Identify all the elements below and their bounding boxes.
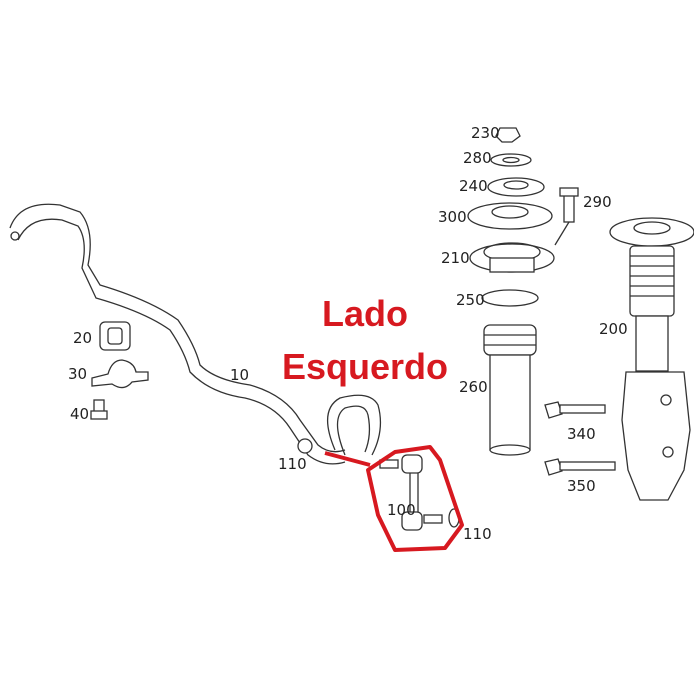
bolt-part-350 [544,458,616,476]
callout-230: 230 [471,124,500,142]
callout-350: 350 [567,477,596,495]
callout-110-right: 110 [463,525,492,543]
annotation-line2: Esquerdo [282,346,448,387]
bolt-part-40 [90,399,108,420]
callout-300: 300 [438,208,467,226]
link-part-100 [379,454,443,531]
boot-part-260 [483,324,537,456]
callout-30: 30 [68,365,87,383]
highlight-outline [366,445,464,552]
clamp-part-30 [91,359,149,389]
strut-part-200 [609,217,694,501]
highlight-pointer [324,451,371,467]
callout-250: 250 [456,291,485,309]
callout-340: 340 [567,425,596,443]
strut-mount-stack [467,127,579,307]
callout-260: 260 [459,378,488,396]
annotation-line1: Lado [322,293,408,334]
callout-40: 40 [70,405,89,423]
callout-20: 20 [73,329,92,347]
callout-110-left: 110 [278,455,307,473]
callout-10: 10 [230,366,249,384]
callout-100: 100 [387,501,416,519]
callout-240: 240 [459,177,488,195]
bushing-part-20 [99,321,131,351]
callout-210: 210 [441,249,470,267]
callout-290: 290 [583,193,612,211]
callout-280: 280 [463,149,492,167]
callout-200: 200 [599,320,628,338]
stabilizer-bar [9,203,346,453]
bolt-part-340 [544,401,606,419]
bar-end-loop [327,394,382,456]
nut-part-110 [297,438,313,454]
